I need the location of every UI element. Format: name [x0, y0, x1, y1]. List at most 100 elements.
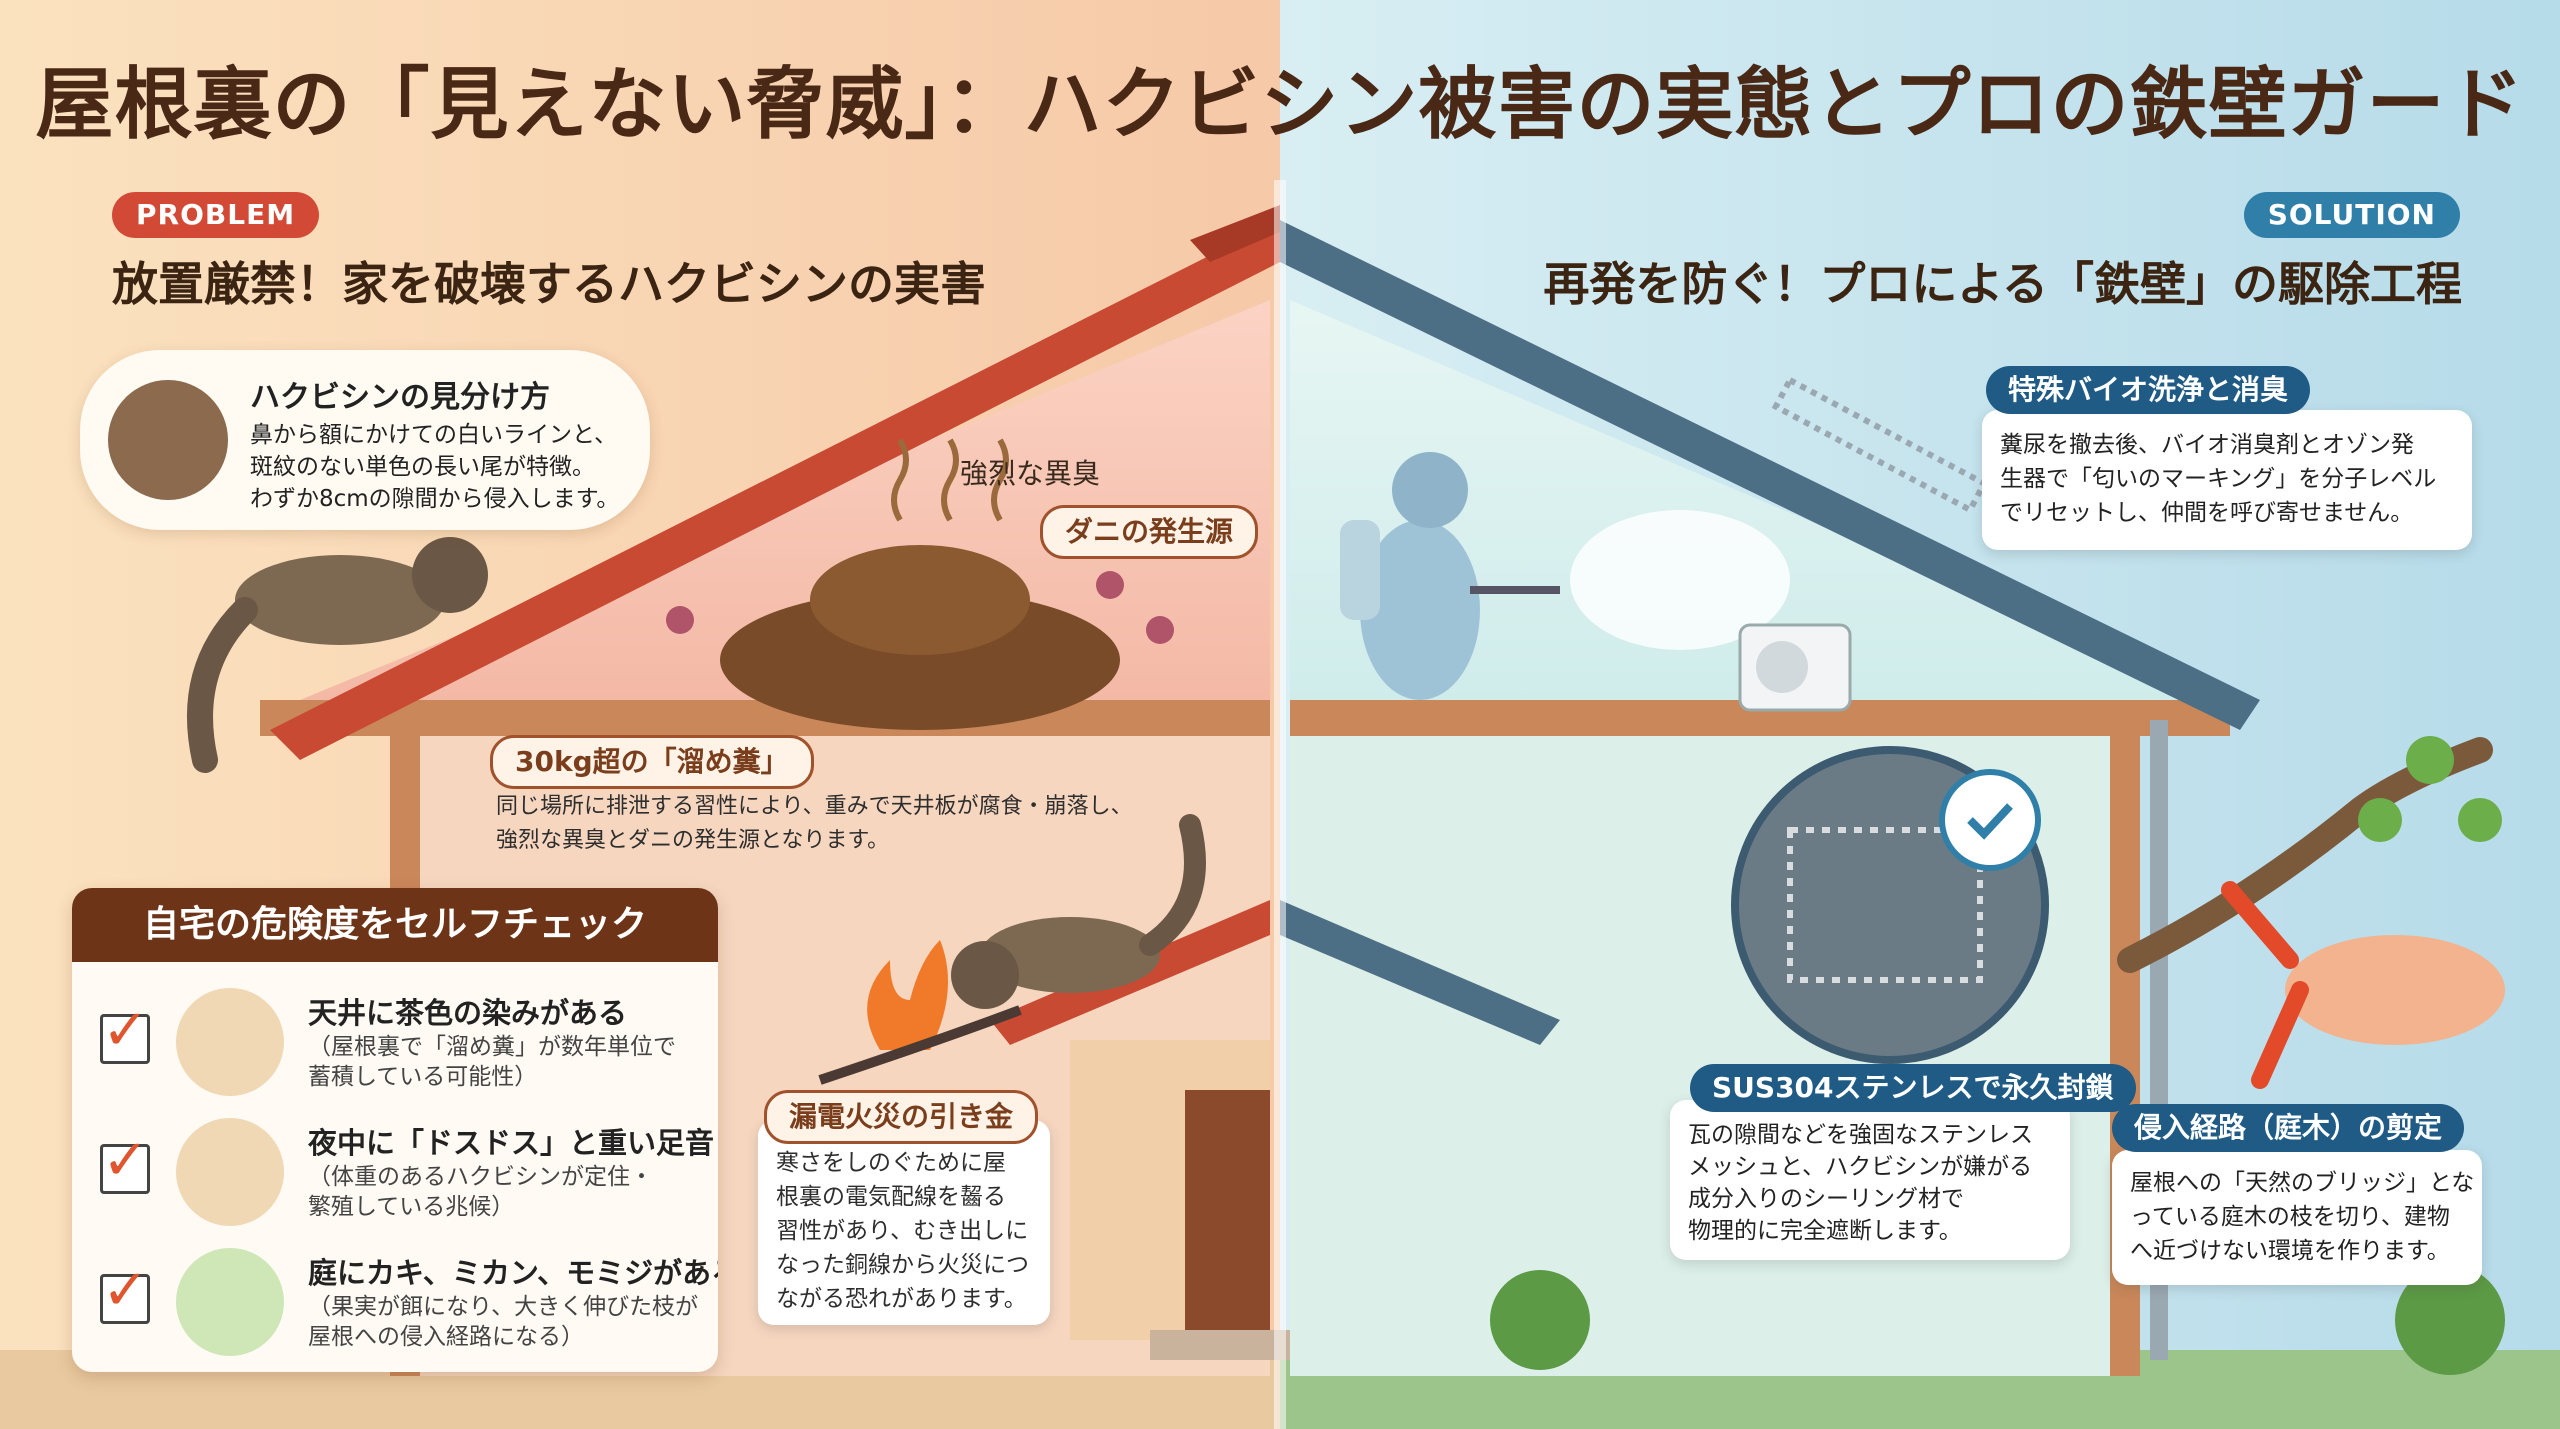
dung-tag: 30kg超の「溜め糞」: [490, 735, 814, 789]
dung-pile: [720, 590, 1120, 730]
prune-card: 屋根への「天然のブリッジ」とな っている庭木の枝を切り、建物 へ近づけない環境を…: [2112, 1150, 2482, 1285]
identify-title: ハクビシンの見分け方: [250, 380, 550, 415]
self-check-panel: 自宅の危険度をセルフチェック ✓ 天井に茶色の染みがある （屋根裏で「溜め糞」が…: [72, 888, 718, 1372]
fire-tag: 漏電火災の引き金: [764, 1090, 1039, 1144]
mesh-card: 瓦の隙間などを強固なステンレス メッシュと、ハクビシンが嫌がる 成分入りのシーリ…: [1670, 1100, 2070, 1260]
dung-pile-top: [810, 545, 1030, 655]
civet-roof-tail: [187, 597, 258, 773]
leaf: [2358, 798, 2402, 842]
roof-left-top: [1190, 205, 1280, 262]
civet-lower-head: [951, 941, 1019, 1009]
check-item-sub: 繁殖している兆候）: [308, 1194, 515, 1220]
identify-line: 鼻から額にかけての白いラインと、: [250, 422, 618, 448]
prune-line: っている庭木の枝を切り、建物: [2130, 1204, 2450, 1230]
page-title: 屋根裏の「見えない脅威」：ハクビシン被害の実態とプロの鉄壁ガード: [35, 60, 2525, 150]
check-item-title: 夜中に「ドスドス」と重い足音: [308, 1126, 715, 1160]
civet-lower-tail: [1139, 814, 1206, 956]
odor-wave: [991, 438, 1009, 522]
mesh-line: 物理的に完全遮断します。: [1688, 1218, 1962, 1244]
check-item-sub: （体重のあるハクビシンが定住・: [308, 1164, 653, 1190]
odor-label: 強烈な異臭: [960, 457, 1101, 490]
self-check-heading: 自宅の危険度をセルフチェック: [72, 888, 718, 962]
prune-line: へ近づけない環境を作ります。: [2130, 1238, 2450, 1264]
roof-left: [270, 220, 1280, 760]
spray-mist: [1570, 510, 1790, 650]
check-item[interactable]: ✓ 天井に茶色の染みがある （屋根裏で「溜め糞」が数年単位で 蓄積している可能性…: [72, 978, 718, 1108]
checkmark-icon: ✓: [102, 1258, 149, 1323]
pruner-handle: [2221, 881, 2299, 969]
bush: [1490, 1270, 1590, 1370]
sprayer-tank: [1340, 520, 1380, 620]
ridge-mesh: [1771, 376, 1989, 514]
ceiling-stain-icon: [176, 988, 284, 1096]
bush: [2395, 1265, 2505, 1375]
identify-line: 斑紋のない単色の長い尾が特徴。: [250, 454, 595, 480]
footstep-icon: [176, 1118, 284, 1226]
solution-heading: 再発を防ぐ！プロによる「鉄壁」の駆除工程: [1543, 257, 2462, 311]
mesh-line: メッシュと、ハクビシンが嫌がる: [1688, 1154, 2033, 1180]
fire-flame: [867, 940, 948, 1050]
leaf: [2406, 736, 2454, 784]
fire-line: 習性があり、むき出しに: [776, 1218, 1029, 1244]
bio-line: でリセットし、仲間を呼び寄せません。: [2000, 500, 2414, 526]
shield-check-icon: [1967, 803, 2013, 840]
door: [1185, 1090, 1270, 1340]
identify-bubble: ハクビシンの見分け方 鼻から額にかけての白いラインと、 斑紋のない単色の長い尾が…: [80, 350, 650, 530]
beam-left: [260, 700, 1270, 736]
odor-wave: [891, 438, 909, 522]
mesh-line: 成分入りのシーリング材で: [1688, 1186, 1964, 1212]
wire: [818, 1005, 1022, 1085]
fire-line: ながる恐れがあります。: [776, 1286, 1027, 1312]
tick: [666, 606, 694, 634]
fire-card: 寒さをしのぐために屋 根裏の電気配線を齧る 習性があり、むき出しに なった銅線か…: [758, 1120, 1050, 1325]
civet-roof: [235, 555, 445, 645]
roof-right: [1280, 220, 2260, 730]
tick-tag: ダニの発生源: [1040, 505, 1259, 559]
identify-line: わずか8cmの隙間から侵入します。: [250, 486, 620, 512]
checkmark-icon: ✓: [102, 1128, 149, 1193]
bio-tag: 特殊バイオ洗浄と消臭: [1986, 366, 2311, 414]
problem-heading: 放置厳禁！家を破壊するハクビシンの実害: [112, 257, 986, 311]
mesh-tag: SUS304ステンレスで永久封鎖: [1690, 1064, 2136, 1112]
fire-line: なった銅線から火災につ: [776, 1252, 1029, 1278]
bio-line: 生器で「匂いのマーキング」を分子レベル: [2000, 466, 2437, 492]
bio-card: 糞尿を撤去後、バイオ消臭剤とオゾン発 生器で「匂いのマーキング」を分子レベル で…: [1982, 410, 2472, 550]
checkbox[interactable]: [100, 1144, 150, 1194]
prune-line: 屋根への「天然のブリッジ」とな: [2130, 1170, 2475, 1196]
check-item-sub: （果実が餌になり、大きく伸びた枝が: [308, 1294, 699, 1320]
check-item[interactable]: ✓ 夜中に「ドスドス」と重い足音 （体重のあるハクビシンが定住・ 繁殖している兆…: [72, 1108, 718, 1238]
checkbox[interactable]: [100, 1274, 150, 1324]
checkbox[interactable]: [100, 1014, 150, 1064]
tick: [1096, 571, 1124, 599]
dung-line: 強烈な異臭とダニの発生源となります。: [496, 828, 890, 853]
hand: [2285, 935, 2505, 1045]
fruit-tree-icon: [176, 1248, 284, 1356]
check-item[interactable]: ✓ 庭にカキ、ミカン、モミジがある （果実が餌になり、大きく伸びた枝が 屋根への…: [72, 1238, 718, 1368]
worker-head: [1392, 452, 1468, 528]
steel-mesh: [1787, 827, 1983, 983]
fire-line: 寒さをしのぐために屋: [776, 1150, 1006, 1176]
checkmark-icon: ✓: [102, 998, 149, 1063]
prune-tag: 侵入経路（庭木）の剪定: [2112, 1104, 2465, 1152]
civet-roof-head: [412, 537, 488, 613]
check-item-sub: 屋根への侵入経路になる）: [308, 1324, 584, 1350]
civet-lower: [980, 917, 1160, 993]
check-item-sub: （屋根裏で「溜め糞」が数年単位で: [308, 1034, 676, 1060]
shield-badge: [1939, 769, 2041, 871]
mesh-line: 瓦の隙間などを強固なステンレス: [1688, 1122, 2033, 1148]
check-item-sub: 蓄積している可能性）: [308, 1064, 538, 1090]
bio-line: 糞尿を撤去後、バイオ消臭剤とオゾン発: [2000, 432, 2414, 458]
pruner-handle: [2251, 981, 2309, 1089]
dung-line: 同じ場所に排泄する習性により、重みで天井板が腐食・崩落し、: [496, 794, 1133, 819]
fire-line: 根裏の電気配線を齧る: [776, 1184, 1006, 1210]
solution-badge: SOLUTION: [2243, 192, 2460, 238]
center-divider: [1274, 180, 1286, 1429]
check-item-title: 庭にカキ、ミカン、モミジがある: [308, 1256, 718, 1290]
problem-badge: PROBLEM: [112, 192, 320, 238]
tick: [1146, 616, 1174, 644]
check-item-title: 天井に茶色の染みがある: [308, 996, 628, 1030]
odor-wave: [941, 438, 959, 522]
ozone-fan-icon: [1756, 641, 1808, 693]
